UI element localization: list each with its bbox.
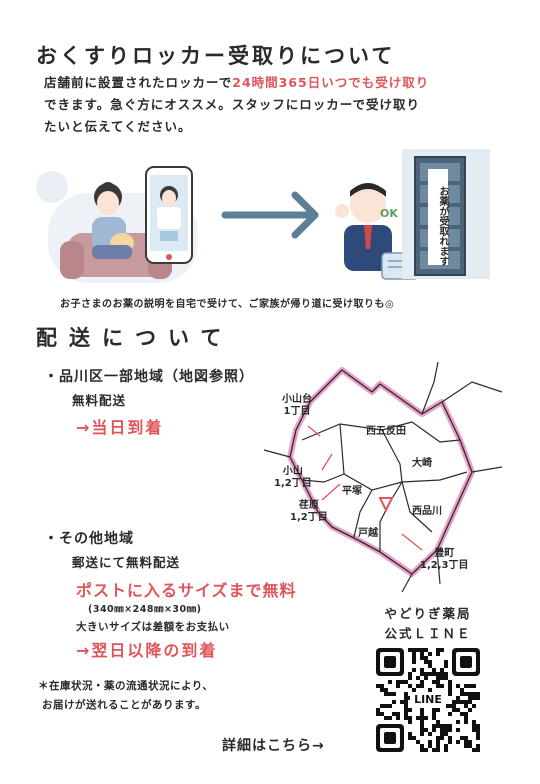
locker-caption: お子さまのお薬の説明を自宅で受けて、ご家族が帰り道に受け取りも◎ [60, 299, 395, 310]
locker-description: 店舗前に設置されたロッカーで24時間365日いつでも受け取り できます。急ぐ方に… [44, 72, 524, 138]
businessman-icon [335, 183, 392, 271]
locker-sign: お薬が受取れます [437, 186, 448, 266]
map-svg [263, 362, 503, 592]
line-title-1: やどりぎ薬局 [384, 606, 472, 621]
decor-circle-icon [36, 171, 68, 203]
map-road-line [471, 466, 503, 473]
map-label-hiratsuka: 平塚 [342, 486, 362, 497]
note-line2: お届けが送れることがあります。 [42, 699, 206, 711]
map-road-line [421, 362, 439, 415]
area2-fee: 郵送にて無料配送 [72, 555, 181, 570]
note-line1: ＊在庫状況・薬の流通状況により、 [38, 680, 214, 692]
mother-child-icon [92, 182, 134, 259]
delivery-title: 配送について [36, 326, 234, 350]
locker-line1-highlight: 24時間365日いつでも受け取り [232, 75, 430, 90]
line-title-2: 公式ＬＩＮＥ [384, 626, 472, 641]
pointer-line [401, 533, 423, 551]
pointer-line [321, 483, 341, 501]
map-label-ebara: 荏原 1,2丁目 [290, 500, 328, 523]
area1-arrival: →当日到着 [76, 418, 164, 437]
area2-highlight: ポストに入るサイズまで無料 [76, 581, 297, 600]
arrow-right-icon [221, 191, 319, 239]
map-road-line [401, 573, 413, 592]
locker-icon [402, 149, 490, 279]
map-border-line [379, 481, 403, 552]
line-title: やどりぎ薬局 公式ＬＩＮＥ [368, 604, 488, 644]
store-marker-icon [378, 497, 394, 513]
locker-line3: たいと伝えてください。 [44, 119, 192, 134]
map-label-koyama: 小山 1,2丁目 [274, 466, 312, 489]
map-label-yutakacho: 豊町 1,2,3丁目 [420, 548, 469, 571]
pointer-line [307, 425, 321, 437]
locker-illustration: OK [36, 149, 490, 283]
area2-size: (340㎜×248㎜×30㎜) [88, 604, 202, 615]
map-road-line [436, 549, 441, 585]
delivery-map: 小山台 1丁目 西五反田 大崎 小山 1,2丁目 平塚 荏原 1,2丁目 西品川… [262, 362, 512, 592]
qr-line-label: LINE [410, 692, 446, 708]
map-label-nishigotanda: 西五反田 [366, 426, 406, 437]
map-label-togoshi: 戸越 [358, 528, 378, 539]
area1-fee: 無料配送 [72, 393, 127, 408]
map-label-osaki: 大崎 [412, 458, 432, 469]
delivery-note: ＊在庫状況・薬の流通状況により、 お届けが送れることがあります。 [38, 677, 213, 715]
area1-heading: ・品川区一部地域（地図参照） [44, 369, 254, 385]
locker-title: おくすりロッカー受取りについて [36, 44, 396, 68]
area2-heading: ・その他地域 [44, 531, 134, 547]
map-road-line [263, 449, 291, 458]
map-border-line [301, 473, 345, 483]
map-label-nishishinagawa: 西品川 [412, 506, 442, 517]
ok-text: OK [380, 207, 398, 220]
locker-line2: できます。急ぐ方にオススメ。スタッフにロッカーで受け取り [44, 97, 421, 112]
line-details-link[interactable]: 詳細はこちら→ [222, 738, 325, 754]
area2-large-note: 大きいサイズは差額をお支払い [76, 621, 230, 633]
map-label-koyamadai: 小山台 1丁目 [282, 394, 312, 417]
map-road-line [441, 381, 503, 403]
map-border-line [411, 421, 461, 443]
map-border-line [353, 489, 373, 538]
pointer-line [321, 453, 333, 471]
map-border-line [401, 471, 468, 483]
map-border-line [301, 421, 413, 441]
line-qr-code[interactable]: LINE [376, 648, 480, 752]
area2-arrival: →翌日以降の到着 [76, 641, 218, 660]
map-border-line [339, 423, 403, 491]
locker-line1-prefix: 店舗前に設置されたロッカーで [44, 75, 233, 90]
smartphone-icon [145, 166, 193, 264]
